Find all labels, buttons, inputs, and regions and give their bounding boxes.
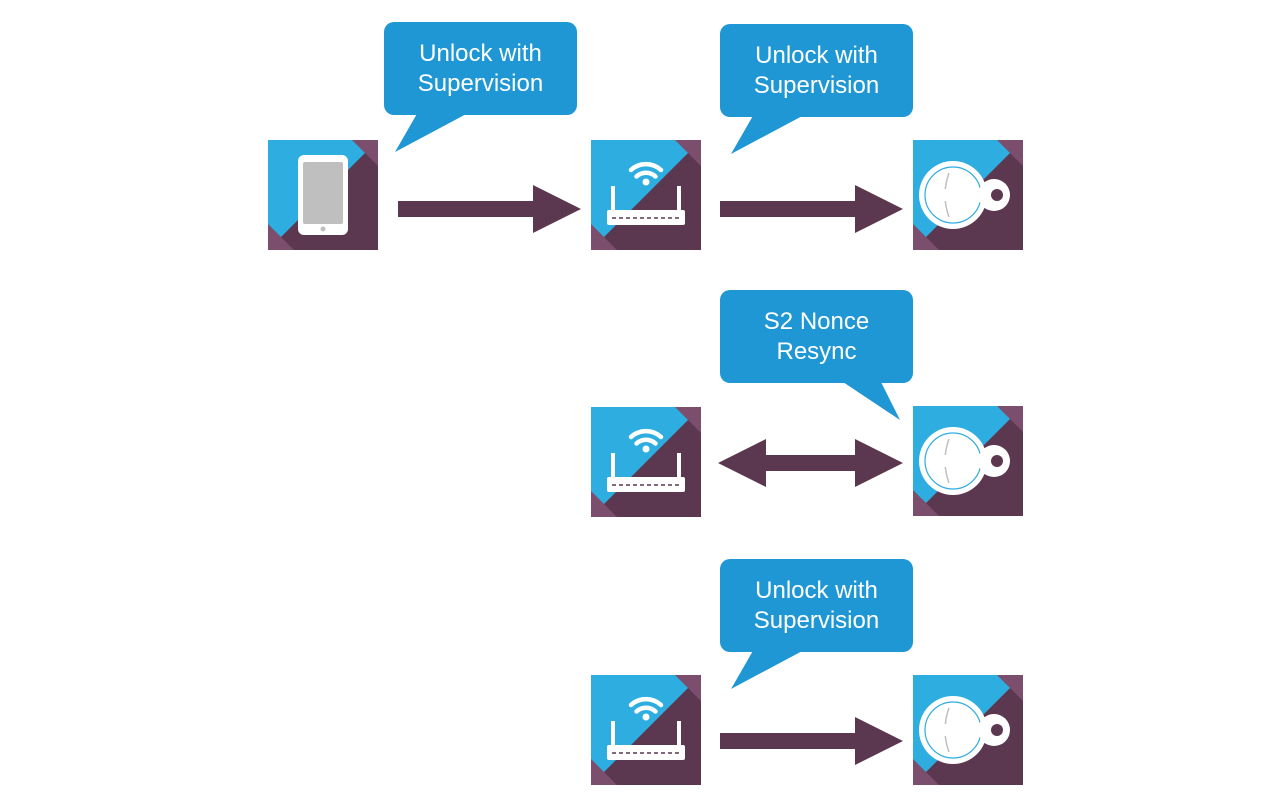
- tablet-icon: [268, 140, 378, 250]
- arrow-right: [720, 717, 903, 765]
- wifi-router-icon: [591, 675, 701, 785]
- arrow-right: [720, 185, 903, 233]
- speech-bubble: [720, 290, 913, 420]
- door-lock-key-icon: [913, 140, 1023, 250]
- speech-bubble: [720, 559, 913, 689]
- door-lock-key-icon: [913, 406, 1023, 516]
- wifi-router-icon: [591, 407, 701, 517]
- arrow-right: [398, 185, 581, 233]
- speech-bubble: [720, 24, 913, 154]
- wifi-router-icon: [591, 140, 701, 250]
- arrow-double: [718, 439, 903, 487]
- speech-bubble: [384, 22, 577, 152]
- door-lock-key-icon: [913, 675, 1023, 785]
